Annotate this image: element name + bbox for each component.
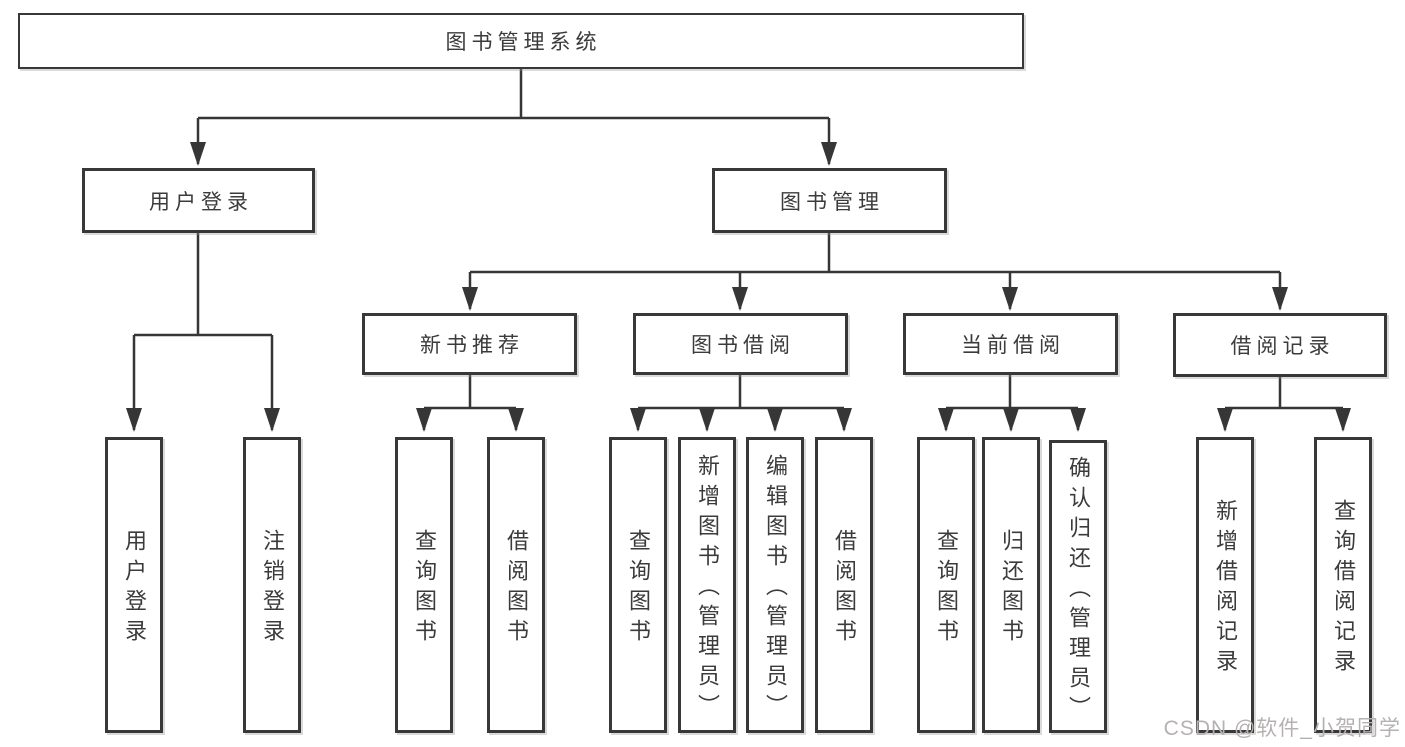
- leaf-borrow-books-1: 借阅图书: [487, 437, 545, 733]
- rail-borrowing-records: [1225, 377, 1343, 410]
- node-library-system: 图书管理系统: [18, 13, 1024, 69]
- leaf-confirm-return-admin: 确认归还（管理员）: [1049, 440, 1107, 733]
- leaf-query-books-3: 查询图书: [917, 437, 975, 733]
- node-book-management-label: 图书管理: [780, 190, 884, 214]
- leaf-edit-book-admin: 编辑图书（管理员）: [746, 437, 804, 733]
- leaf-user-login-label: 用户登录: [122, 529, 147, 649]
- leaf-logout-label: 注销登录: [260, 529, 285, 649]
- leaf-add-borrow-record-label: 新增借阅记录: [1213, 499, 1238, 679]
- leaf-logout: 注销登录: [243, 437, 301, 733]
- node-book-management: 图书管理: [712, 168, 947, 233]
- node-new-book-recommend: 新书推荐: [362, 313, 577, 375]
- node-current-borrowing-label: 当前借阅: [961, 334, 1065, 357]
- rail-new-book-recommend: [424, 375, 516, 410]
- leaf-return-books-label: 归还图书: [999, 529, 1024, 649]
- rail-book-borrowing: [638, 375, 844, 410]
- rail-current-borrowing: [946, 375, 1078, 410]
- node-user-login-label: 用户登录: [149, 190, 253, 214]
- node-borrowing-records-label: 借阅记录: [1230, 335, 1335, 358]
- leaf-user-login: 用户登录: [105, 437, 163, 733]
- node-borrowing-records: 借阅记录: [1173, 313, 1387, 377]
- node-current-borrowing: 当前借阅: [903, 313, 1118, 375]
- rail-book-management: [470, 233, 1280, 274]
- leaf-add-borrow-record: 新增借阅记录: [1196, 437, 1254, 733]
- leaf-query-borrow-record-label: 查询借阅记录: [1331, 499, 1356, 679]
- node-new-book-recommend-label: 新书推荐: [420, 334, 524, 357]
- leaf-query-books-1: 查询图书: [395, 437, 453, 733]
- leaf-return-books: 归还图书: [982, 437, 1040, 733]
- rail-root: [198, 69, 829, 120]
- node-book-borrowing-label: 图书借阅: [691, 334, 795, 357]
- node-user-login: 用户登录: [82, 168, 315, 233]
- leaf-edit-book-admin-label: 编辑图书（管理员）: [763, 454, 788, 724]
- leaf-query-books-1-label: 查询图书: [412, 529, 437, 649]
- leaf-borrow-books-2-label: 借阅图书: [832, 529, 857, 649]
- leaf-query-books-2: 查询图书: [609, 437, 667, 733]
- leaf-query-books-2-label: 查询图书: [626, 529, 651, 649]
- csdn-watermark: CSDN @软件_小贺同学: [1163, 717, 1401, 740]
- leaf-borrow-books-1-label: 借阅图书: [504, 529, 529, 649]
- node-book-borrowing: 图书借阅: [633, 313, 848, 375]
- leaf-add-book-admin: 新增图书（管理员）: [678, 437, 736, 733]
- leaf-query-borrow-record: 查询借阅记录: [1314, 437, 1372, 733]
- leaf-add-book-admin-label: 新增图书（管理员）: [695, 454, 720, 724]
- rail-user-login: [134, 233, 272, 337]
- node-library-system-label: 图书管理系统: [445, 31, 602, 54]
- leaf-confirm-return-admin-label: 确认归还（管理员）: [1066, 455, 1091, 726]
- leaf-query-books-3-label: 查询图书: [934, 529, 959, 649]
- leaf-borrow-books-2: 借阅图书: [815, 437, 873, 733]
